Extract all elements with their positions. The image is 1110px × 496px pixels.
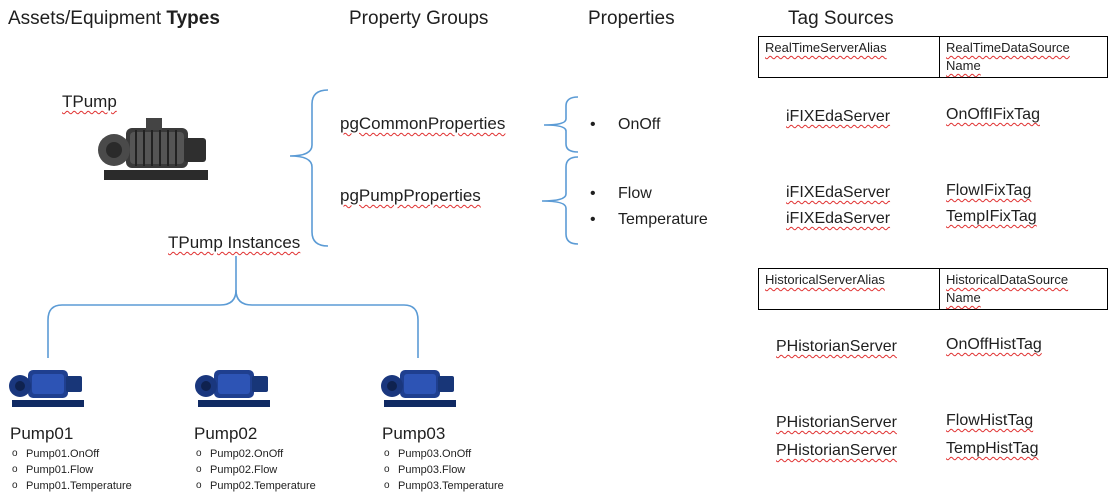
- historical-server: PHistorianServer: [776, 414, 897, 431]
- property-item: OnOff: [588, 112, 660, 138]
- instance-props: Pump02.OnOff Pump02.Flow Pump02.Temperat…: [194, 446, 316, 494]
- realtime-tag: OnOffIFixTag: [946, 106, 1040, 123]
- instance-prop-item: Pump03.OnOff: [382, 446, 504, 462]
- historical-tag: OnOffHistTag: [946, 336, 1042, 353]
- realtime-server: iFIXEdaServer: [786, 184, 891, 201]
- historical-server-alias-header: HistoricalServerAlias: [758, 268, 940, 310]
- instance-prop-item: Pump01.Flow: [10, 462, 132, 478]
- instance-pump01: [6, 360, 90, 417]
- type-name: TPump: [62, 92, 117, 111]
- property-item: Temperature: [588, 207, 708, 233]
- gray-pump-icon: [98, 118, 208, 180]
- instance-props: Pump01.OnOff Pump01.Flow Pump01.Temperat…: [10, 446, 132, 494]
- instance-prop-item: Pump02.OnOff: [194, 446, 316, 462]
- instance-name: Pump03: [382, 424, 446, 443]
- realtime-tag: FlowIFixTag: [946, 182, 1032, 199]
- instance-pump02: [192, 360, 276, 417]
- instances-brace: [47, 256, 237, 358]
- pump-properties-list: Flow Temperature: [588, 181, 708, 233]
- realtime-server: iFIXEdaServer: [786, 210, 891, 227]
- instance-pump03: [378, 360, 462, 417]
- historical-server: PHistorianServer: [776, 338, 897, 355]
- blue-pump-icon: [195, 370, 270, 407]
- types-header: Assets/Equipment Types: [8, 8, 220, 29]
- instances-brace-right: [235, 289, 419, 358]
- realtime-tag: TempIFixTag: [946, 208, 1037, 225]
- common-properties-brace: [543, 96, 579, 153]
- instance-name: Pump01: [10, 424, 74, 443]
- instance-prop-item: Pump03.Temperature: [382, 478, 504, 494]
- group-pump-properties: pgPumpProperties: [340, 186, 481, 205]
- tag-sources-header: Tag Sources: [788, 8, 894, 29]
- blue-pump-icon: [9, 370, 84, 407]
- realtime-server-alias-header: RealTimeServerAlias: [758, 36, 940, 78]
- instance-prop-item: Pump02.Flow: [194, 462, 316, 478]
- instance-prop-item: Pump02.Temperature: [194, 478, 316, 494]
- group-common-properties: pgCommonProperties: [340, 114, 506, 133]
- historical-source-table: HistoricalServerAlias HistoricalDataSour…: [758, 268, 1108, 310]
- instance-props: Pump03.OnOff Pump03.Flow Pump03.Temperat…: [382, 446, 504, 494]
- historical-tag: FlowHistTag: [946, 412, 1034, 429]
- instance-name: Pump02: [194, 424, 258, 443]
- group-brace: [289, 89, 329, 247]
- blue-pump-icon: [381, 370, 456, 407]
- instances-label: TPump Instances: [168, 233, 301, 252]
- property-item: Flow: [588, 181, 708, 207]
- common-properties-list: OnOff: [588, 112, 660, 138]
- historical-tag: TempHistTag: [946, 440, 1039, 457]
- historical-data-source-header: HistoricalDataSource Name: [939, 268, 1108, 310]
- instance-prop-item: Pump01.OnOff: [10, 446, 132, 462]
- historical-server: PHistorianServer: [776, 442, 897, 459]
- pump-properties-brace: [541, 156, 579, 245]
- property-groups-header: Property Groups: [349, 8, 489, 29]
- instance-prop-item: Pump01.Temperature: [10, 478, 132, 494]
- properties-header: Properties: [588, 8, 675, 29]
- instance-prop-item: Pump03.Flow: [382, 462, 504, 478]
- realtime-data-source-header: RealTimeDataSource Name: [939, 36, 1108, 78]
- realtime-source-table: RealTimeServerAlias RealTimeDataSource N…: [758, 36, 1108, 78]
- realtime-server: iFIXEdaServer: [786, 108, 891, 125]
